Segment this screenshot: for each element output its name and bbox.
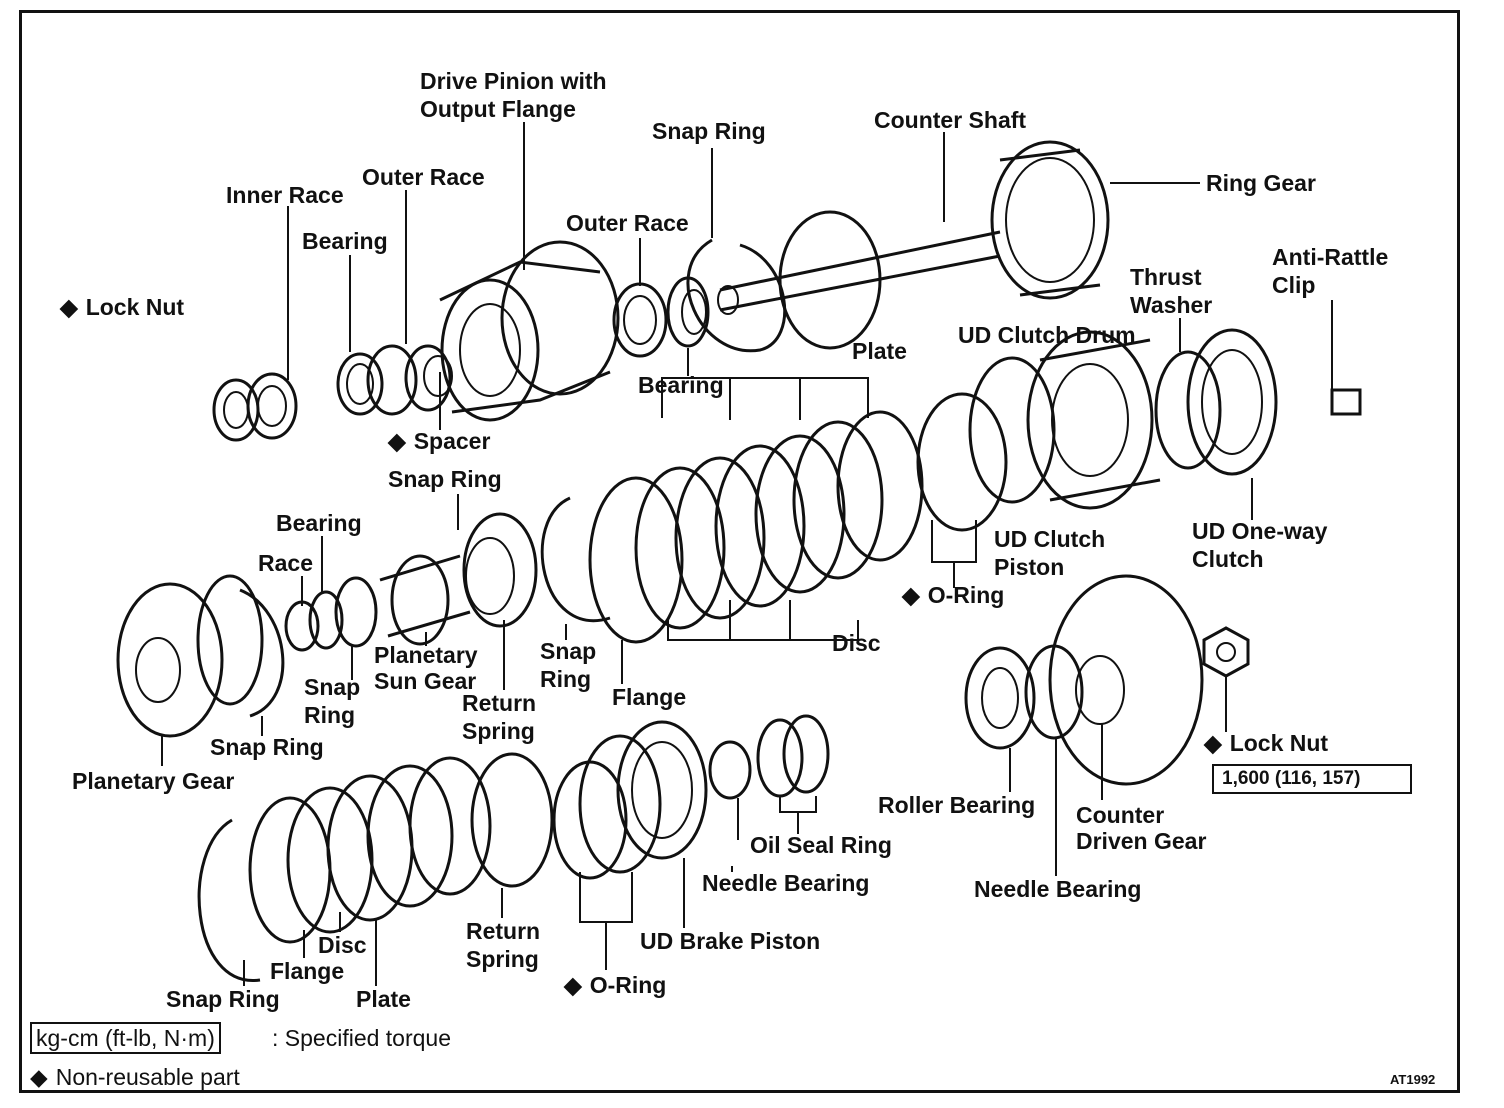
label-drive-pinion: Drive Pinion with [420, 68, 607, 94]
label-return-spring-1b: Spring [462, 718, 535, 744]
label-anti-rattle: Anti-Rattle [1272, 244, 1389, 270]
label-anti-rattle-2: Clip [1272, 272, 1316, 298]
part-thrust-washer [1154, 350, 1222, 470]
label-drive-pinion-2: Output Flange [420, 96, 576, 122]
legend-nonreusable: Non-reusable part [30, 1064, 240, 1091]
part-snap-ring-6 [197, 818, 261, 982]
label-outer-race-2: Outer Race [566, 210, 689, 236]
part-brake-plates [248, 756, 492, 944]
label-inner-race: Inner Race [226, 182, 344, 208]
label-ud-one-way-2: Clutch [1192, 546, 1264, 572]
torque-spec-box: 1,600 (116, 157) [1212, 764, 1412, 794]
part-snap-ring-5 [239, 588, 285, 718]
part-snap-ring-top [686, 238, 787, 353]
label-oil-seal-ring: Oil Seal Ring [750, 832, 892, 858]
part-oil-seal-ring [756, 714, 830, 798]
label-lock-nut-2: Lock Nut [1204, 730, 1328, 757]
label-bearing-2: Bearing [638, 372, 724, 398]
label-flange-1: Flange [612, 684, 687, 710]
part-planetary-sun-gear [379, 554, 471, 646]
label-thrust-washer-2: Washer [1130, 292, 1213, 318]
part-snap-ring-3 [540, 496, 611, 623]
label-ring-gear: Ring Gear [1206, 170, 1316, 196]
label-disc-2: Disc [318, 932, 367, 958]
label-snap-ring-5: Snap Ring [210, 734, 324, 760]
diagram-frame [19, 10, 1460, 1093]
label-ud-clutch-drum: UD Clutch Drum [958, 322, 1136, 348]
label-plate-2: Plate [356, 986, 411, 1012]
label-snap-ring-4b: Ring [304, 702, 356, 728]
legend-torque-desc: : Specified torque [272, 1025, 452, 1051]
label-planetary-sun-2: Sun Gear [374, 668, 477, 694]
part-ud-clutch-piston [916, 356, 1056, 532]
part-o-ring-2 [552, 734, 662, 880]
label-spacer: Spacer [388, 428, 491, 455]
label-ud-clutch-piston-2: Piston [994, 554, 1065, 580]
part-counter-driven-gear [1048, 574, 1204, 786]
label-counter-driven-2: Driven Gear [1076, 828, 1207, 854]
part-flange-1 [588, 476, 684, 644]
part-anti-rattle-clip [1330, 388, 1362, 416]
part-inner-race [212, 372, 298, 442]
label-bearing-3: Bearing [276, 510, 362, 536]
label-snap-ring-6: Snap Ring [166, 986, 280, 1012]
label-ud-brake-piston: UD Brake Piston [640, 928, 821, 954]
label-o-ring-2: O-Ring [564, 972, 667, 999]
part-ring-gear [990, 140, 1110, 300]
label-snap-ring-3b: Ring [540, 666, 592, 692]
label-disc-1: Disc [832, 630, 881, 656]
label-thrust-washer: Thrust [1130, 264, 1202, 290]
label-snap-ring-3: Snap [540, 638, 597, 664]
label-planetary-gear: Planetary Gear [72, 768, 235, 794]
label-return-spring-2: Return [466, 918, 541, 944]
label-snap-ring-top: Snap Ring [652, 118, 766, 144]
label-roller-bearing: Roller Bearing [878, 792, 1036, 818]
label-ud-one-way: UD One-way [1192, 518, 1328, 544]
label-race: Race [258, 550, 313, 576]
part-bearing-1 [336, 344, 418, 416]
label-return-spring-2b: Spring [466, 946, 539, 972]
part-bearing-race-middle [284, 576, 378, 652]
part-outer-race-1 [404, 344, 453, 412]
label-snap-ring-4: Snap [304, 674, 361, 700]
label-outer-race-1: Outer Race [362, 164, 485, 190]
legend-torque-unit: kg-cm (ft-lb, N·m) [30, 1022, 221, 1054]
part-clutch-plates-discs [634, 410, 924, 630]
label-plate-1: Plate [852, 338, 907, 364]
part-return-spring-1 [462, 512, 538, 628]
part-planetary-gear [116, 574, 264, 738]
label-planetary-sun: Planetary [374, 642, 478, 668]
label-flange-2: Flange [270, 958, 345, 984]
label-snap-ring-2: Snap Ring [388, 466, 502, 492]
part-needle-bearing-1 [708, 740, 752, 800]
figure-id: AT1992 [1390, 1072, 1436, 1087]
part-ud-clutch-drum [1026, 330, 1161, 510]
part-outer-race-2 [612, 282, 668, 358]
part-roller-bearing [964, 646, 1036, 750]
part-lock-nut-2 [1202, 626, 1250, 678]
label-counter-driven: Counter [1076, 802, 1165, 828]
part-counter-shaft [717, 210, 1001, 350]
label-lock-nut-1: Lock Nut [60, 294, 184, 321]
label-counter-shaft: Counter Shaft [874, 107, 1027, 133]
label-o-ring-1: O-Ring [902, 582, 1005, 609]
part-drive-pinion [439, 240, 620, 422]
part-ud-brake-piston [616, 720, 708, 860]
part-ud-one-way-clutch [1186, 328, 1278, 476]
label-bearing-1: Bearing [302, 228, 388, 254]
label-ud-clutch-piston: UD Clutch [994, 526, 1106, 552]
part-return-spring-2 [470, 752, 554, 888]
label-needle-bearing-2: Needle Bearing [974, 876, 1142, 902]
label-needle-bearing-1: Needle Bearing [702, 870, 870, 896]
label-return-spring-1: Return [462, 690, 537, 716]
